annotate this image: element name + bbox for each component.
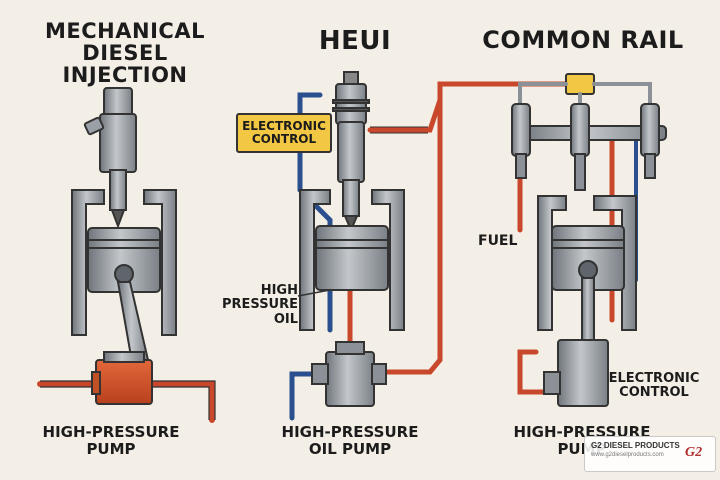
cr-piston (551, 225, 625, 291)
title-mechanical: MECHANICAL DIESEL INJECTION (45, 19, 205, 88)
title-heui: HEUI (318, 26, 392, 56)
heui-electronic-control-label: ELECTRONIC CONTROL (242, 118, 326, 146)
common-rail-section (511, 73, 667, 407)
label-heui-pump: HIGH-PRESSURE OIL PUMP (281, 423, 419, 458)
cr-conrod (581, 277, 595, 343)
heui-oil-pointer (297, 289, 331, 297)
label-cr-ecu: ELECTRONIC CONTROL (608, 371, 700, 401)
label-heui-oil: HIGH PRESSURE OIL (222, 283, 299, 327)
heui-electronic-control-box: ELECTRONIC CONTROL (236, 113, 332, 153)
heui-injector (332, 71, 370, 233)
heui-high-pressure-oil-pump (311, 341, 387, 407)
mech-fuel-line (37, 381, 215, 423)
watermark-url: www.g2dieselproducts.com (591, 452, 664, 458)
mech-injector (83, 87, 137, 229)
heui-piston (315, 225, 389, 291)
mech-high-pressure-pump (91, 351, 153, 405)
label-cr-fuel: FUEL (478, 233, 518, 249)
cr-injector-1 (511, 103, 531, 179)
cr-injector-3 (640, 103, 660, 179)
watermark-badge: G2 DIESEL PRODUCTS www.g2dieselproducts.… (584, 436, 716, 472)
g2-logo-icon: G2 (685, 445, 703, 460)
mech-cylinder (71, 189, 177, 336)
title-common-rail: COMMON RAIL (482, 26, 684, 54)
mech-conrod (116, 281, 150, 364)
heui-section (289, 71, 573, 421)
watermark-brand: G2 DIESEL PRODUCTS (591, 441, 680, 450)
heui-cylinder (299, 189, 405, 331)
cr-rail-valve (565, 73, 595, 95)
label-mech-pump: HIGH-PRESSURE PUMP (42, 423, 180, 458)
cr-high-pressure-pump (543, 339, 609, 407)
cr-injector-2 (570, 103, 590, 191)
mechanical-section (37, 87, 216, 423)
